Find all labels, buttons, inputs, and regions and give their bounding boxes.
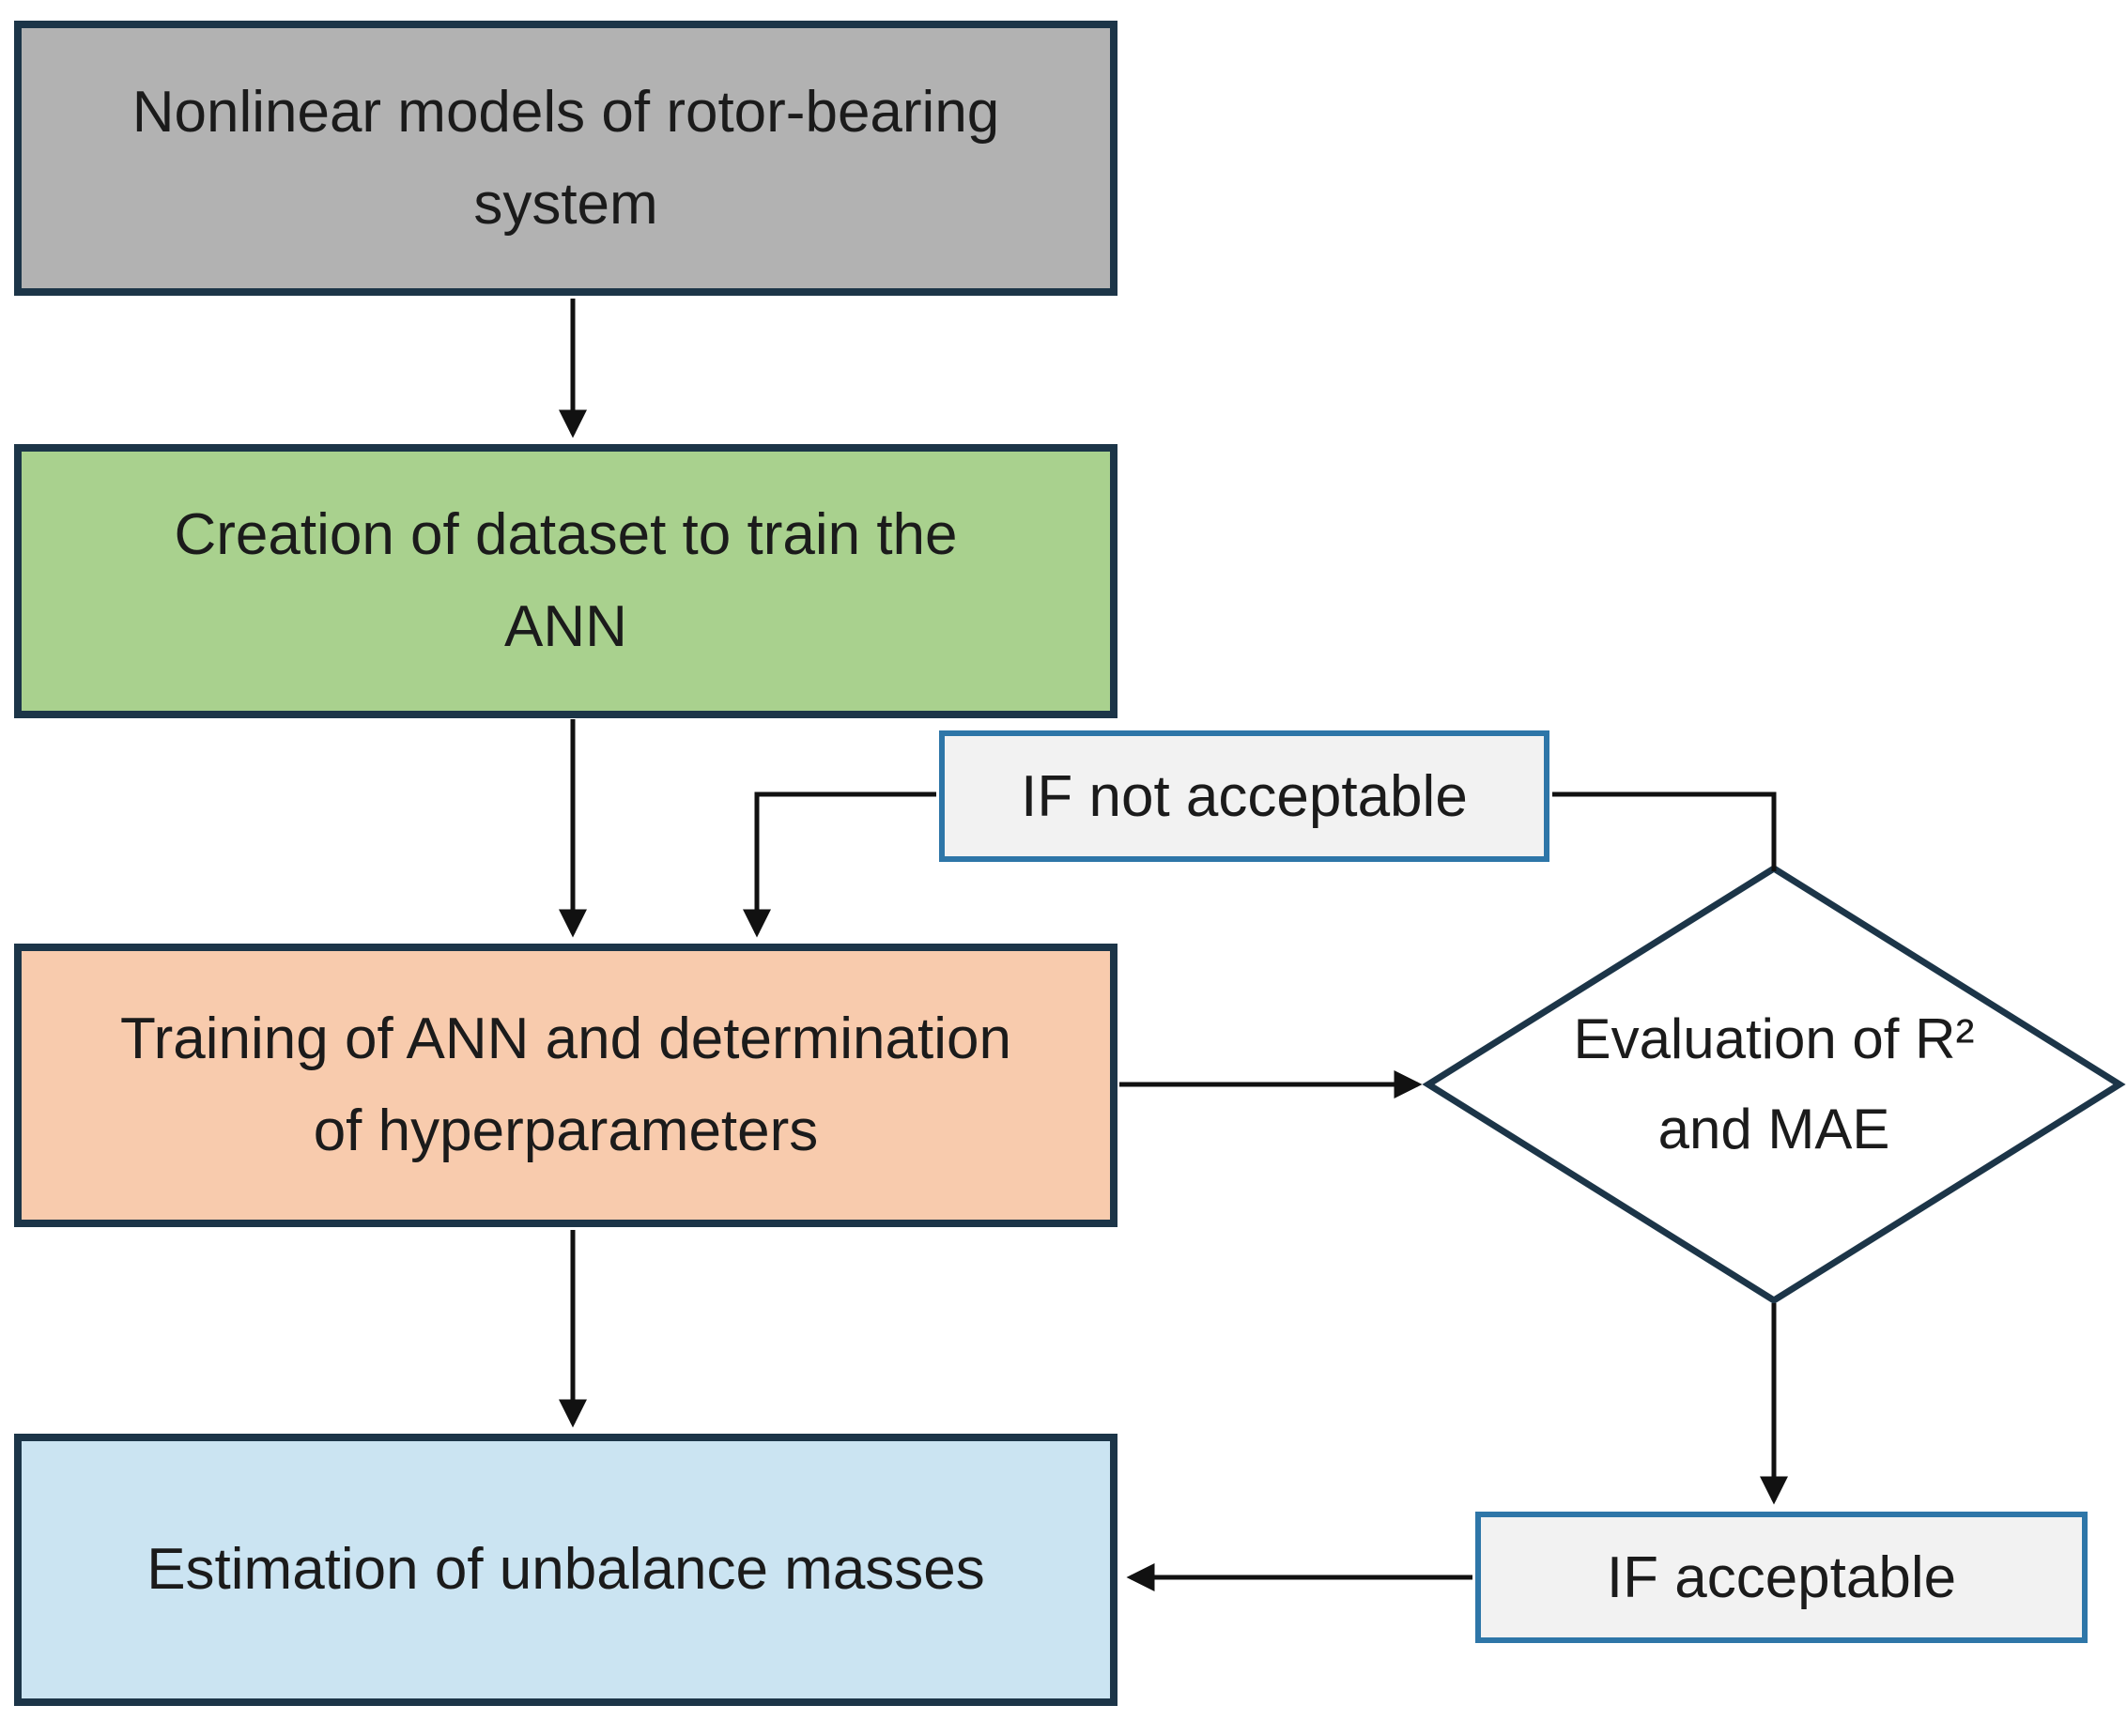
connector-not-acceptable-label-to-training — [743, 791, 936, 938]
node-label-line: Estimation of unbalance masses — [146, 1537, 985, 1602]
edge-label-text: IF not acceptable — [1021, 763, 1468, 829]
node-label-line: Training of ANN and determination — [120, 1006, 1011, 1071]
node-label-line: system — [473, 171, 658, 237]
edge-label-text: IF acceptable — [1606, 1544, 1957, 1610]
node-rotor-bearing-models: Nonlinear models of rotor-bearing system — [14, 21, 1117, 296]
node-label-line: Nonlinear models of rotor-bearing — [131, 79, 1000, 145]
node-evaluation-label: Evaluation of R² and MAE — [1428, 976, 2119, 1192]
node-unbalance-estimation: Estimation of unbalance masses — [14, 1434, 1117, 1706]
node-label-line: Evaluation of R² — [1573, 1007, 1975, 1070]
node-label-line: of hyperparameters — [313, 1098, 819, 1163]
decision-diamond-shape — [1422, 864, 2126, 1305]
node-label-line: Creation of dataset to train the — [174, 502, 958, 567]
edge-label-if-not-acceptable: IF not acceptable — [939, 730, 1549, 862]
edge-label-if-acceptable: IF acceptable — [1475, 1512, 2088, 1643]
node-label-line: ANN — [504, 594, 627, 659]
node-label-line: and MAE — [1657, 1098, 1890, 1160]
node-dataset-creation: Creation of dataset to train the ANN — [14, 444, 1117, 718]
connector-evaluation-to-not-acceptable-label — [1552, 791, 1777, 871]
node-ann-training: Training of ANN and determination of hyp… — [14, 944, 1117, 1227]
